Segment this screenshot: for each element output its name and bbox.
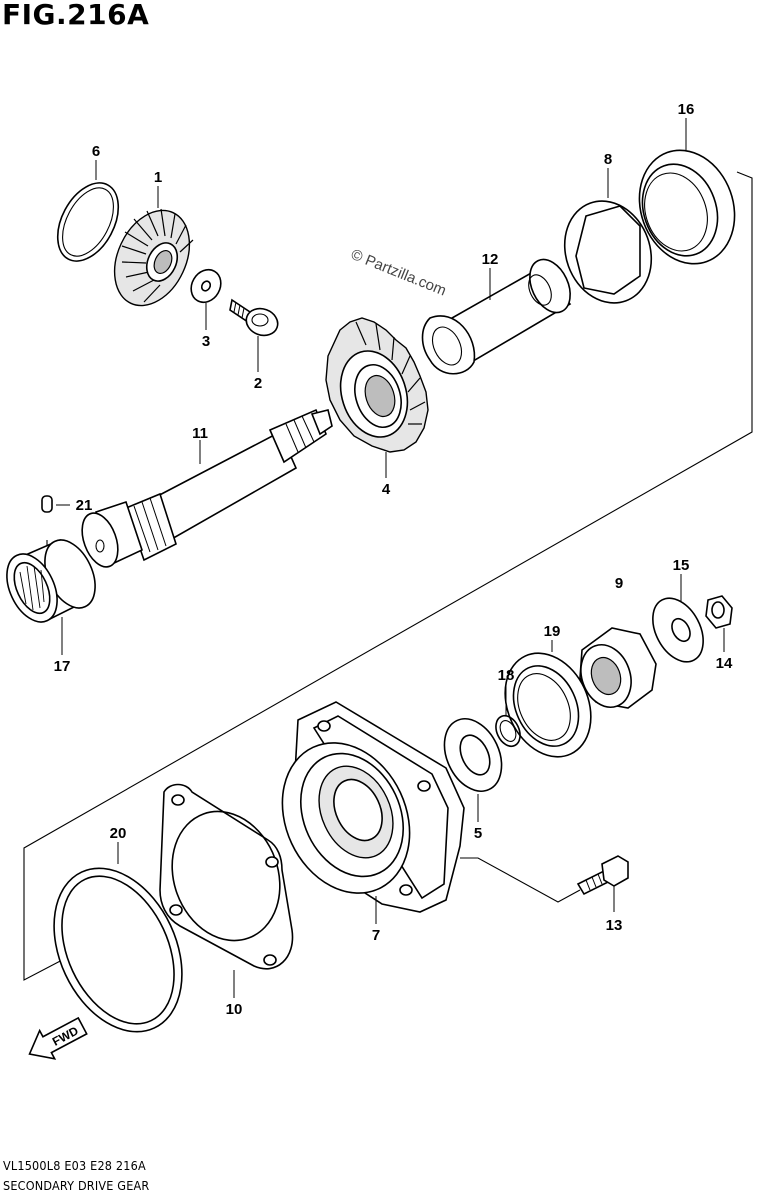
part-label-5[interactable]: 5	[474, 825, 482, 842]
footer-section-name: SECONDARY DRIVE GEAR	[3, 1178, 150, 1193]
part-label-3[interactable]: 3	[202, 333, 210, 350]
part-label-12[interactable]: 12	[482, 251, 499, 268]
part-label-20[interactable]: 20	[110, 825, 127, 842]
part-5-shim[interactable]	[433, 710, 512, 801]
part-label-8[interactable]: 8	[604, 151, 612, 168]
assembly-outline	[23, 171, 753, 981]
part-label-9[interactable]: 9	[615, 575, 623, 592]
leader-lines	[56, 118, 725, 998]
part-18-o-ring[interactable]	[491, 712, 524, 750]
part-1-bevel-gear[interactable]	[100, 198, 204, 317]
part-11-shaft[interactable]	[75, 408, 333, 572]
part-label-21[interactable]: 21	[76, 497, 93, 514]
part-label-15[interactable]: 15	[673, 557, 690, 574]
part-4-bevel-gear[interactable]	[325, 317, 429, 453]
part-label-1[interactable]: 1	[154, 169, 162, 186]
part-20-gasket-ring[interactable]	[29, 848, 207, 1053]
figure-title: FIG.216A	[2, 0, 150, 31]
part-label-14[interactable]: 14	[716, 655, 733, 672]
watermark: © Partzilla.com	[349, 246, 449, 300]
part-label-11[interactable]: 11	[192, 425, 208, 442]
part-label-17[interactable]: 17	[54, 658, 71, 675]
part-19-oil-seal[interactable]	[489, 639, 607, 771]
part-10-gasket[interactable]	[155, 783, 298, 970]
fwd-direction-arrow: FWD	[28, 1016, 88, 1060]
part-label-6[interactable]: 6	[92, 143, 100, 160]
part-12-spacer-sleeve[interactable]	[421, 253, 579, 375]
part-16-oil-seal[interactable]	[624, 137, 750, 277]
assembly-outline-lower	[460, 857, 581, 903]
part-15-washer[interactable]	[643, 590, 714, 671]
part-13-bolt[interactable]	[576, 855, 629, 896]
part-9-nut[interactable]	[573, 627, 657, 714]
part-label-18[interactable]: 18	[498, 667, 515, 684]
part-14-nut[interactable]	[705, 595, 733, 629]
footer-model-code: VL1500L8 E03 E28 216A	[3, 1158, 146, 1173]
part-label-4[interactable]: 4	[382, 481, 391, 498]
part-label-13[interactable]: 13	[606, 917, 623, 934]
part-8-shim[interactable]	[551, 189, 666, 315]
part-label-19[interactable]: 19	[544, 623, 561, 640]
part-label-2[interactable]: 2	[254, 375, 262, 392]
part-label-16[interactable]: 16	[678, 101, 695, 118]
part-label-7[interactable]: 7	[372, 927, 380, 944]
part-label-10[interactable]: 10	[226, 1001, 243, 1018]
part-2-bolt[interactable]	[229, 298, 281, 340]
part-6-o-ring[interactable]	[45, 173, 130, 272]
part-3-washer[interactable]	[185, 264, 226, 307]
part-17-bearing[interactable]	[0, 532, 105, 630]
part-7-housing[interactable]	[259, 701, 465, 914]
